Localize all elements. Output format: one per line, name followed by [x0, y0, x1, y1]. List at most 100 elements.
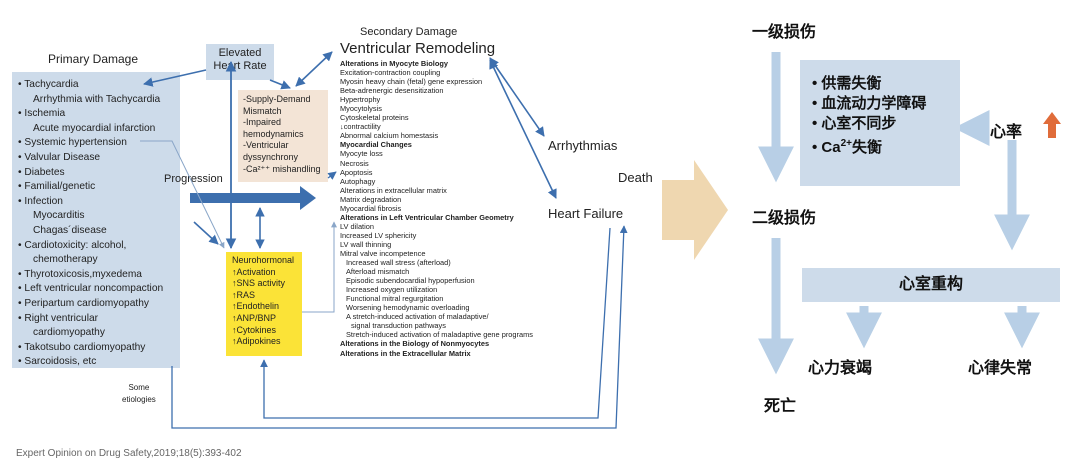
supply-demand-line: -Impaired	[243, 117, 282, 128]
primary-damage-item: Familial/genetic	[18, 180, 180, 195]
secondary-damage-item: Myosin heavy chain (fetal) gene expressi…	[340, 77, 483, 87]
ventricular-remodeling-title: Ventricular Remodeling	[340, 40, 496, 57]
neurohormonal-line: ↑Activation	[232, 266, 276, 277]
secondary-damage-item: Increased wall stress (afterload)	[346, 258, 451, 268]
secondary-damage-item: Autophagy	[340, 176, 376, 186]
cn-primary-damage: 一级损伤	[752, 24, 817, 41]
arrow-supply-remodeling	[327, 171, 337, 180]
calcium-charge: 2+	[840, 138, 853, 149]
secondary-damage-item: Hypertrophy	[340, 95, 381, 105]
primary-damage-item: Arrhythmia with Tachycardia	[33, 93, 161, 105]
primary-damage-item: Myocarditis	[33, 210, 85, 222]
secondary-damage-item: Apoptosis	[340, 167, 373, 177]
primary-damage-item: Right ventricular	[18, 312, 180, 327]
neurohormonal-line: ↑Adipokines	[232, 336, 281, 347]
supply-demand-line: -Ca²⁺⁺ mishandling	[243, 163, 321, 174]
primary-damage-item: Sarcoidosis, etc	[18, 355, 180, 370]
cn-secondary-damage: 二级损伤	[752, 210, 817, 227]
supply-demand-line: Mismatch	[243, 105, 282, 116]
cn-mechanism-item: 供需失衡	[812, 74, 960, 94]
neurohormonal-line: ↑SNS activity	[232, 278, 286, 289]
supply-demand-line: dyssynchrony	[243, 151, 299, 162]
cn-death: 死亡	[764, 398, 797, 415]
secondary-damage-item: Afterload mismatch	[346, 267, 410, 277]
cn-mechanism-list: 供需失衡 血流动力学障碍 心室不同步 Ca2+失衡	[800, 60, 960, 158]
supply-demand-box: -Supply-Demand Mismatch -Impaired hemody…	[238, 90, 328, 182]
primary-damage-item: Thyrotoxicosis,myxedema	[18, 268, 180, 283]
primary-damage-item: Cardiotoxicity: alcohol,	[18, 239, 180, 254]
calcium-suffix: 失衡	[852, 139, 883, 156]
primary-damage-item: Acute myocardial infarction	[33, 122, 156, 134]
primary-damage-item: chemotherapy	[33, 254, 98, 266]
secondary-damage-item: Myocardial fibrosis	[340, 203, 402, 213]
neurohormonal-line: Neurohormonal	[232, 255, 295, 265]
supply-demand-line: -Ventricular	[243, 140, 289, 151]
secondary-damage-item: Necrosis	[340, 158, 369, 168]
secondary-damage-item: Functional mitral regurgitation	[346, 294, 444, 304]
secondary-damage-item: signal transduction pathways	[351, 321, 446, 331]
secondary-damage-item: Myocytolysis	[340, 104, 382, 114]
neurohormonal-line: ↑Cytokines	[232, 324, 277, 335]
neurohormonal-line: ↑RAS	[232, 289, 256, 300]
death-label: Death	[618, 170, 653, 185]
arrow-hr-remodeling	[295, 51, 333, 87]
cn-heart-failure: 心力衰竭	[808, 360, 873, 377]
primary-damage-item: Chagas´disease	[33, 224, 107, 236]
supply-demand-line: hemodynamics	[243, 128, 304, 139]
neurohormonal-line: ↑Endothelin	[232, 301, 280, 312]
secondary-damage-item: Myocardial Changes	[340, 140, 412, 150]
elevated-heart-rate-line: Heart Rate	[213, 60, 267, 72]
cn-heart-rate: 心率	[990, 124, 1023, 141]
arrhythmias-label: Arrhythmias	[548, 138, 618, 153]
primary-damage-item: Infection	[18, 195, 180, 210]
arrow-primary-neuro	[193, 221, 219, 245]
cn-arrhythmia: 心律失常	[968, 360, 1033, 377]
primary-damage-item: cardiomyopathy	[33, 327, 105, 339]
elevated-heart-rate-line: Elevated	[218, 47, 262, 59]
supply-demand-line: -Supply-Demand	[243, 94, 311, 104]
transition-arrow	[662, 160, 728, 260]
cn-ventricular-remodeling: 心室重构	[802, 268, 1060, 302]
cn-mechanism-item: 心室不同步	[812, 114, 960, 134]
primary-damage-item: Peripartum cardiomyopathy	[18, 297, 180, 312]
arrow-hr-to-supply	[269, 79, 291, 90]
primary-damage-item: Tachycardia	[18, 78, 180, 93]
cn-mechanism-box: 供需失衡 血流动力学障碍 心室不同步 Ca2+失衡	[800, 60, 960, 186]
secondary-damage-item: A stretch-induced activation of maladapt…	[346, 312, 489, 322]
primary-damage-title: Primary Damage	[48, 52, 139, 66]
secondary-damage-item: Increased LV sphericity	[340, 230, 417, 240]
secondary-damage-item: Increased oxygen utilization	[346, 285, 438, 295]
neurohormonal-box: Neurohormonal↑Activation↑SNS activity↑RA…	[226, 252, 302, 356]
secondary-damage-item: Episodic subendocardial hypoperfusion	[346, 276, 475, 286]
heart-rate-up-arrow	[1043, 112, 1061, 138]
secondary-damage-item: Abnormal calcium homestasis	[340, 131, 439, 141]
primary-damage-item: Left ventricular noncompaction	[18, 282, 180, 297]
primary-damage-item: Takotsubo cardiomyopathy	[18, 341, 180, 356]
secondary-damage-item: ↓contractility	[340, 122, 381, 132]
elevated-heart-rate-box: Elevated Heart Rate	[206, 44, 274, 80]
secondary-damage-item: Worsening hemodynamic overloading	[346, 303, 470, 313]
secondary-damage-item: Excitation-contraction coupling	[340, 68, 441, 78]
secondary-damage-item: Alterations in the Biology of Nonmyocyte…	[340, 339, 490, 349]
secondary-damage-item: Mitral valve incompetence	[340, 248, 426, 258]
primary-damage-item: Diabetes	[18, 166, 180, 181]
some-etiologies-note: Some etiologies	[122, 382, 156, 406]
secondary-damage-title: Secondary Damage	[360, 26, 458, 38]
secondary-damage-item: LV dilation	[340, 221, 374, 231]
secondary-damage-item: LV wall thinning	[340, 239, 392, 249]
secondary-damage-item: Myocyte loss	[340, 149, 383, 159]
some-etiologies-line: etiologies	[122, 395, 156, 404]
secondary-damage-item: Stretch-induced activation of maladaptiv…	[346, 330, 533, 340]
secondary-damage-item: Alterations in extracellular matrix	[340, 185, 447, 195]
secondary-damage-item: Beta-adrenergic desensitization	[340, 86, 444, 96]
calcium-prefix: Ca	[821, 139, 841, 156]
progression-label: Progression	[164, 173, 223, 185]
heart-failure-label: Heart Failure	[548, 206, 624, 221]
primary-damage-item: Systemic hypertension	[18, 136, 180, 151]
progression-arrow	[190, 186, 316, 210]
neurohormonal-line: ↑ANP/BNP	[232, 312, 277, 323]
cn-mechanism-item-calcium: Ca2+失衡	[812, 134, 960, 158]
